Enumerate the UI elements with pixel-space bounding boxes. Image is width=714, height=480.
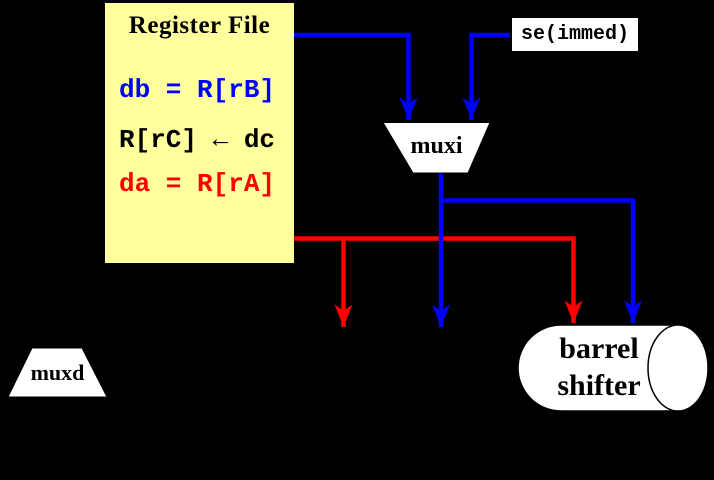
register-file-transfer-rc: R[rC] ← dc: [119, 125, 276, 155]
muxi-shape: [382, 122, 491, 174]
muxd-label: muxd: [30, 360, 85, 385]
sign-extend-label: se(immed): [520, 23, 630, 46]
register-file-box: Register File db = R[rB] R[rC] ← dc da =…: [105, 3, 294, 263]
wire-blue-se-to-muxi: [462, 32, 510, 120]
sign-extend-box: se(immed): [510, 16, 640, 53]
wire-blue-db-to-muxi: [294, 32, 418, 120]
wire-blue-muxi-to-barrel-shifter: [441, 198, 642, 323]
register-file-output-da: da = R[rA]: [119, 169, 276, 199]
barrel-shifter-body: [517, 324, 679, 412]
muxd-shape: [7, 347, 108, 398]
barrel-shifter-endcap: [647, 324, 709, 412]
muxi-label: muxi: [410, 133, 463, 159]
register-file-title: Register File: [128, 12, 271, 39]
barrel-shifter-label-line2: shifter: [557, 369, 641, 402]
barrel-shifter-label-line1: barrel: [559, 332, 639, 365]
register-file-output-db: db = R[rB]: [119, 75, 276, 105]
wire-red-da-to-barrel-shifter: [294, 236, 583, 323]
barrel-shifter-label: barrel shifter: [518, 330, 680, 404]
